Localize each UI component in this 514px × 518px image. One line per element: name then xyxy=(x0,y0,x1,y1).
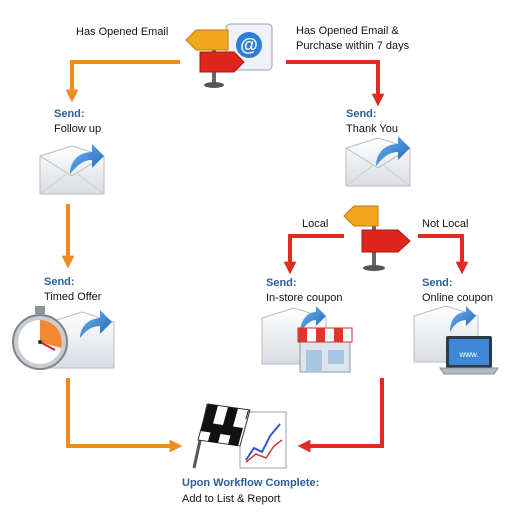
step-instore-coupon: In-store coupon xyxy=(266,292,343,304)
connector-left-bottom xyxy=(66,378,183,453)
branch-label-not-local: Not Local xyxy=(422,218,469,230)
step-follow-up: Follow up xyxy=(54,123,102,135)
svg-text:@: @ xyxy=(240,35,258,55)
connector-local xyxy=(283,234,344,275)
send-label-thank-you: Send: xyxy=(346,108,377,120)
step-online-coupon: Online coupon xyxy=(422,292,493,304)
send-label-follow-up: Send: xyxy=(54,108,85,120)
send-label-instore: Send: xyxy=(266,277,297,289)
send-label-online: Send: xyxy=(422,277,453,289)
completion-title: Upon Workflow Complete: xyxy=(182,477,320,489)
branch-label-opened-email: Has Opened Email xyxy=(76,26,169,38)
svg-text:www.: www. xyxy=(458,350,478,359)
stopwatch-email-icon xyxy=(12,306,115,370)
branch-label-opened-purchase-line2: Purchase within 7 days xyxy=(296,40,410,52)
branch-label-opened-purchase-line1: Has Opened Email & xyxy=(296,25,399,37)
email-arrow-icon-follow-up xyxy=(39,144,105,195)
orange-path xyxy=(61,60,183,453)
red-path xyxy=(283,60,469,453)
connector-right-bottom xyxy=(297,378,384,453)
signpost-icon xyxy=(343,205,411,271)
completion-action: Add to List & Report xyxy=(182,493,281,505)
step-timed-offer: Timed Offer xyxy=(44,291,102,303)
connector-not-local xyxy=(418,234,469,275)
checkered-flag-chart-icon xyxy=(192,403,287,469)
step-thank-you: Thank You xyxy=(346,123,398,135)
email-arrow-icon-thank-you xyxy=(345,136,411,187)
signpost-email-icon: @ xyxy=(185,23,273,88)
laptop-email-icon: www. xyxy=(413,305,499,375)
connector-right-top xyxy=(286,60,385,107)
branch-label-local: Local xyxy=(302,218,329,230)
send-label-timed-offer: Send: xyxy=(44,276,75,288)
store-email-icon xyxy=(261,306,353,373)
connector-left-top xyxy=(65,60,180,103)
